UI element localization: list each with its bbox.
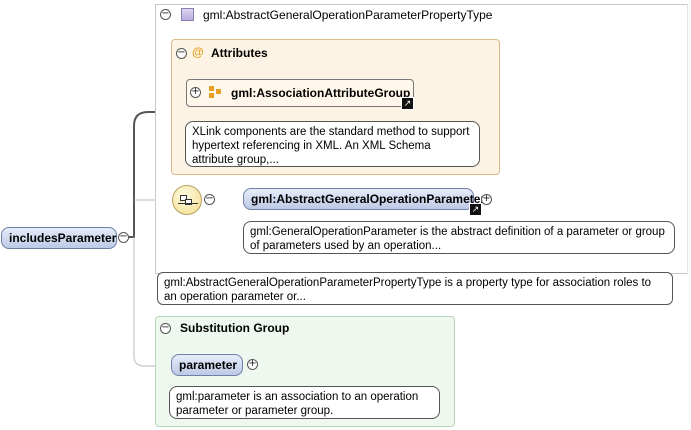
complex-type-icon [181,8,194,21]
parameter-documentation: gml:parameter is an association to an op… [169,386,440,419]
sequence-compositor-icon[interactable] [172,185,202,215]
root-element-node[interactable]: includesParameter [1,227,117,249]
parameter-expand-toggle[interactable]: + [247,358,258,370]
attribute-group-expand-toggle[interactable]: + [190,86,201,98]
attribute-group-node[interactable] [186,79,414,107]
complex-type-documentation: gml:AbstractGeneralOperationParameterPro… [157,272,673,305]
attributes-title: Attributes [211,46,268,60]
attribute-group-label: gml:AssociationAttributeGroup [231,86,411,100]
root-collapse-toggle[interactable]: − [118,231,129,243]
attributes-collapse-toggle[interactable]: − [176,47,187,59]
abstract-operation-parameter-expand-toggle[interactable]: + [481,193,492,205]
abstract-operation-parameter-node[interactable]: gml:AbstractGeneralOperationParameter [243,188,485,210]
abstract-operation-parameter-reference-icon[interactable]: ↗ [469,203,482,216]
attributes-documentation: XLink components are the standard method… [185,121,480,167]
root-element-label: includesParameter [9,231,117,245]
attribute-group-icon [209,86,222,99]
substitution-group-collapse-toggle[interactable]: − [160,322,171,334]
complex-type-collapse-toggle[interactable]: − [160,8,171,20]
attribute-group-reference-icon[interactable]: ↗ [401,97,414,110]
substitution-group-title: Substitution Group [180,321,290,335]
parameter-node[interactable]: parameter [171,354,243,376]
complex-type-title: gml:AbstractGeneralOperationParameterPro… [203,8,493,22]
attribute-at-icon: @ [192,45,204,59]
abstract-operation-parameter-documentation: gml:GeneralOperationParameter is the abs… [243,221,675,254]
sequence-collapse-toggle[interactable]: − [204,193,215,205]
